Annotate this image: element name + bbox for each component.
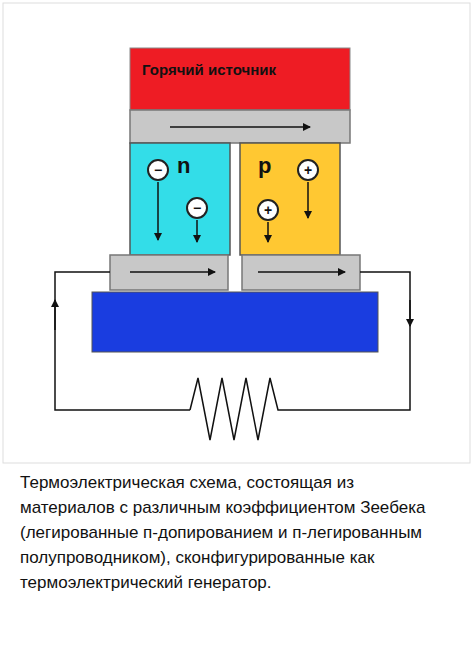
resistor-symbol (190, 378, 284, 440)
hot-source: Горячий источник (130, 48, 350, 110)
node-label: − (154, 163, 162, 177)
wire (55, 272, 190, 410)
hole-arrow (307, 182, 309, 218)
hot-source-block (130, 48, 350, 110)
current-arrow (130, 271, 215, 273)
node-label: n (177, 155, 230, 177)
current-arrow (258, 271, 345, 273)
electron-charge: − (186, 197, 208, 219)
cold-sink-block (92, 292, 378, 352)
p-block: p++ (240, 143, 340, 255)
p-semiconductor (240, 143, 340, 255)
hole-charge: + (257, 199, 279, 221)
node-label: + (304, 163, 312, 177)
hole-charge: + (297, 159, 319, 181)
figure-caption: Термоэлектрическая схема, состоящая из м… (20, 470, 450, 595)
electron-arrow (157, 182, 159, 240)
node-label: + (264, 203, 272, 217)
bottom-contact-plate (242, 255, 360, 290)
current-arrow (170, 126, 310, 128)
node-label: − (193, 201, 201, 215)
top-contact-plate (130, 110, 350, 143)
figure-frame (3, 3, 470, 463)
hole-arrow (267, 222, 269, 242)
n-semiconductor (130, 143, 230, 255)
bottom-contact-plate (110, 255, 228, 290)
n-block: n − − (130, 143, 230, 255)
node-label: Горячий источник (142, 62, 350, 77)
current-arrow (54, 300, 56, 330)
wire (284, 272, 410, 410)
electron-charge: − (147, 159, 169, 181)
current-arrow (409, 300, 411, 326)
electron-arrow (196, 220, 198, 242)
